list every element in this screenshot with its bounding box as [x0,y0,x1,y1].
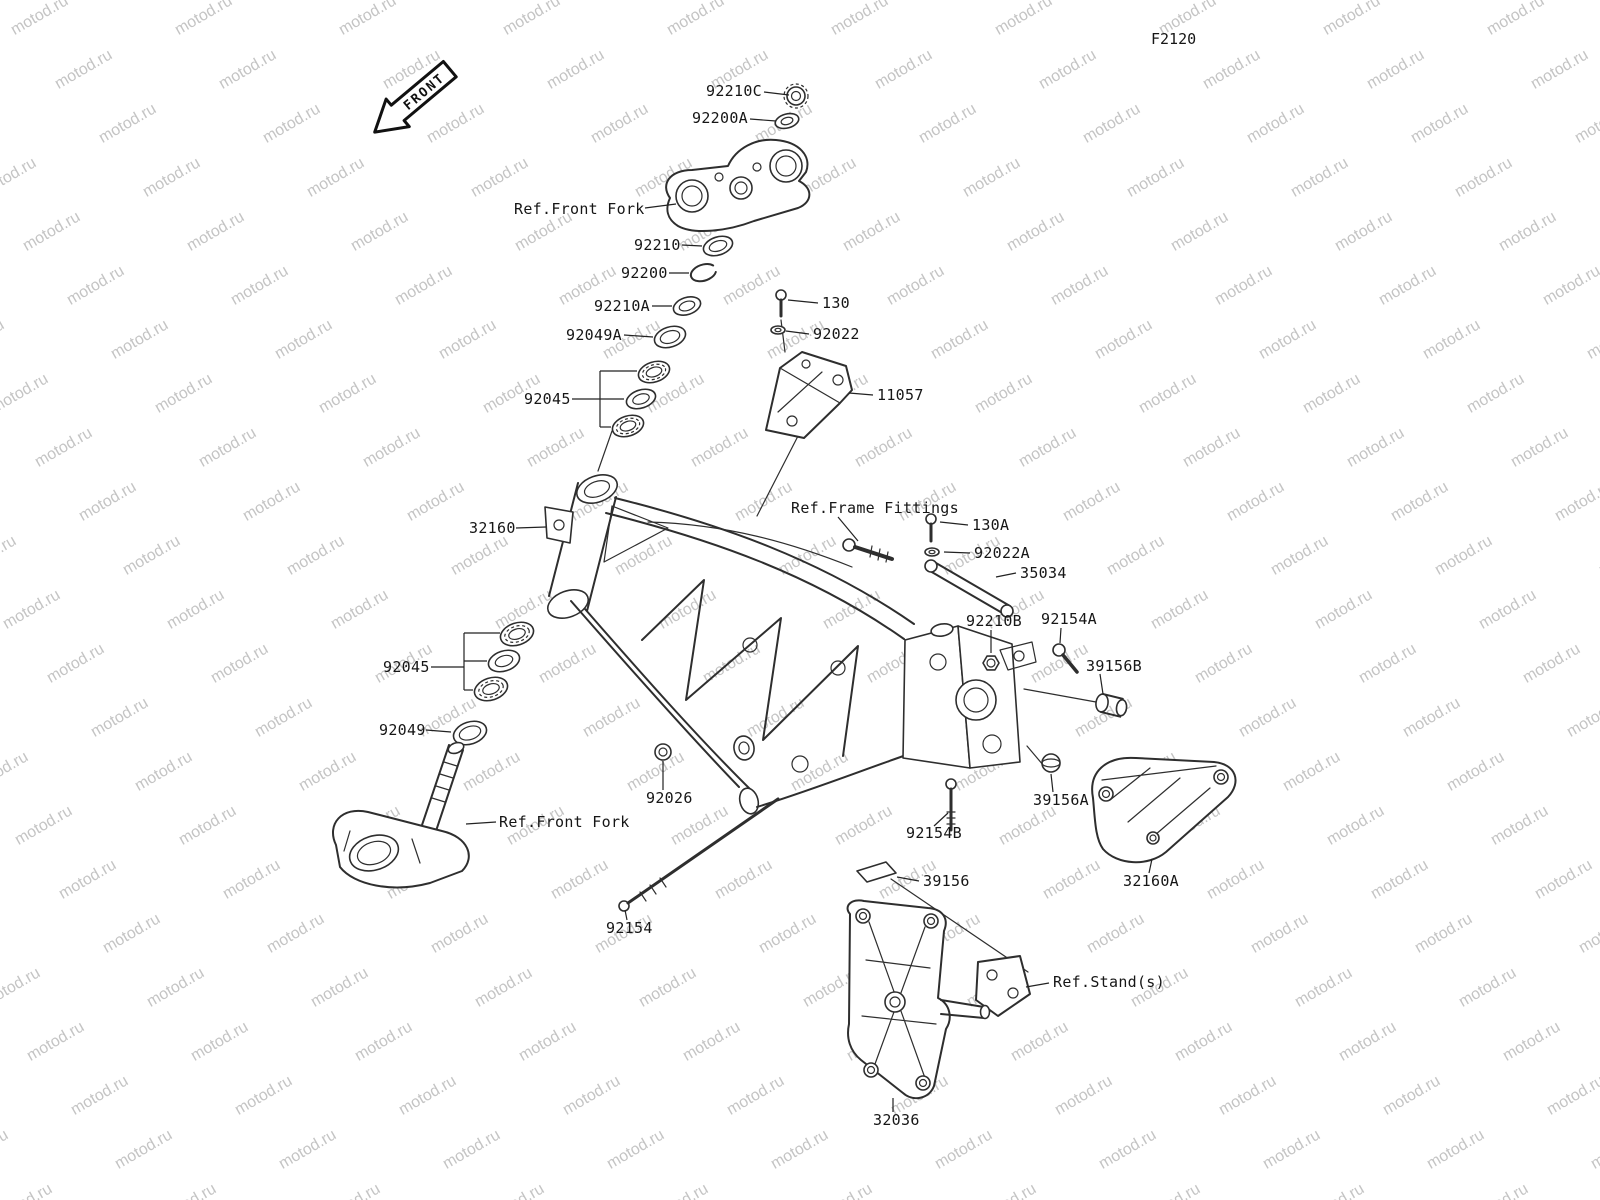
part-bearing-92045-lower-3 [473,676,509,702]
leader-line-39156b [1099,673,1104,695]
part-label-11057: 11057 [877,386,924,404]
part-label-92200: 92200 [621,264,668,282]
part-washer-92022a [924,547,940,557]
part-ring-92210a [672,296,702,316]
part-race-92045-upper-2 [625,388,657,410]
part-bolt-92154a [1052,643,1079,674]
part-plug-39156a [1026,745,1061,773]
part-label-92026: 92026 [646,789,693,807]
part-washer-92200a [774,112,800,130]
part-label-39156: 39156 [923,872,970,890]
part-bracket-11057 [765,351,853,439]
part-bolt-92154b [945,778,957,832]
part-label-92210a: 92210A [594,297,650,315]
page-code: F2120 [1151,30,1197,48]
part-label-92049a: 92049A [566,326,622,344]
leader-line-ref-stands [1025,982,1050,988]
part-label-92045-upper: 92045 [524,390,571,408]
part-lower-fork-bridge [332,741,470,889]
part-label-92049: 92049 [379,721,426,739]
part-label-92210c: 92210C [706,82,762,100]
part-snap-ring-92200 [689,263,717,283]
leader-line-92154b [933,812,949,827]
part-label-130a: 130A [972,516,1010,534]
part-stay-35034 [924,559,1014,618]
part-label-92210b: 92210B [966,612,1022,630]
part-seal-92049a [653,325,687,349]
part-plate-39156 [856,861,1029,973]
part-label-32160: 32160 [469,519,516,537]
leader-line-11057 [848,392,874,396]
leader-line-35034 [995,572,1017,578]
part-label-92210: 92210 [634,236,681,254]
part-label-ref-front-fork-upper: Ref.Front Fork [514,200,645,218]
part-ring-92210 [702,235,734,257]
leader-line-ref-frame-fittings [837,516,859,542]
part-label-ref-front-fork-lower: Ref.Front Fork [499,813,630,831]
leader-line-130a [939,521,969,526]
part-washer-92022 [770,325,786,335]
part-race-92045-lower-2 [487,649,521,673]
part-bolt-92154 [618,797,780,912]
leader-line-92049 [425,729,452,733]
part-bracket-32160 [544,506,574,544]
part-stand-bracket [975,955,1031,1017]
part-label-92200a: 92200A [692,109,748,127]
part-seal-92049 [452,720,488,746]
leader-line-92210c [763,91,790,96]
leader-line-39156 [896,876,920,882]
part-plug-39156b [1023,688,1128,718]
leader-line-32160 [515,526,547,529]
leader-line-39156a [1050,773,1054,793]
part-label-92022: 92022 [813,325,860,343]
leader-line-ref-front-fork-upper [644,203,677,209]
part-label-92154b: 92154B [906,824,962,842]
leader-line-92200a [749,118,777,122]
part-label-32036: 32036 [873,1111,920,1129]
part-label-92154a: 92154A [1041,610,1097,628]
part-bearing-92045-upper-3 [611,414,645,438]
part-label-ref-stands: Ref.Stand(s) [1053,973,1165,991]
part-label-92045-lower: 92045 [383,658,430,676]
part-label-39156b: 39156B [1086,657,1142,675]
part-bracket-32036 [846,899,991,1100]
leader-line-92022a [943,551,971,554]
part-bracket-32160a [1091,756,1237,864]
part-label-32160a: 32160A [1123,872,1179,890]
leader-line-92022 [785,330,810,335]
part-label-130: 130 [822,294,850,312]
part-bolt-130a [925,513,937,543]
part-label-92022a: 92022A [974,544,1030,562]
leader-line-130 [787,299,819,304]
part-label-ref-frame-fittings: Ref.Frame Fittings [791,499,959,517]
part-label-39156a: 39156A [1033,791,1089,809]
leader-line-32160a [1148,858,1153,874]
part-upper-fork-bridge [665,138,811,232]
part-main-frame [546,430,1037,815]
part-label-35034: 35034 [1020,564,1067,582]
part-nut-92210b [982,655,1000,671]
leader-line-ref-front-fork-lower [465,821,497,825]
part-label-92154: 92154 [606,919,653,937]
leader-line-92210 [681,244,703,247]
part-bearing-92045-lower-1 [499,621,535,647]
part-washer-92026 [654,743,672,761]
leader-line-92154 [624,909,628,921]
part-bolt-130 [775,289,787,353]
part-stem-head-nut-92210c [783,83,809,109]
part-bolt-frame-fitting [842,538,894,563]
part-bearing-92045-upper-1 [637,360,671,384]
leader-line-92049a [623,334,654,338]
leader-line-92154a [1059,627,1062,644]
